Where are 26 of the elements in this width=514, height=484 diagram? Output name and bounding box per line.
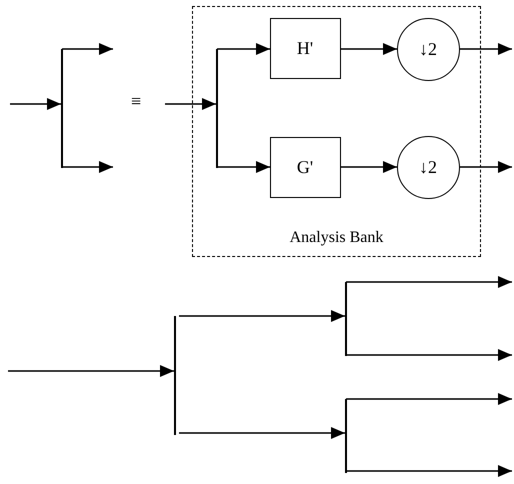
arrow: [346, 393, 512, 405]
block-label: H': [296, 39, 314, 57]
block-label: ↓2: [419, 40, 437, 58]
arrow: [341, 43, 397, 55]
arrow: [346, 465, 512, 477]
filter-box: [270, 136, 340, 198]
arrow: [165, 98, 216, 110]
arrow: [10, 98, 61, 110]
arrow: [460, 161, 512, 173]
arrow: [346, 349, 512, 361]
arrow: [62, 43, 113, 55]
group-label: Analysis Bank: [288, 230, 384, 246]
arrow: [341, 161, 397, 173]
arrow: [346, 276, 512, 288]
arrow: [217, 43, 270, 55]
dashed-group-box: [192, 6, 481, 257]
arrow: [179, 310, 345, 322]
arrow: [62, 161, 113, 173]
block-label: ↓2: [419, 158, 437, 176]
filter-box: [270, 18, 340, 78]
equivalence-symbol: ≡: [131, 92, 142, 110]
arrow: [217, 161, 270, 173]
arrow: [460, 43, 512, 55]
block-label: G': [296, 158, 314, 176]
arrow: [8, 365, 174, 377]
arrow: [179, 427, 345, 439]
